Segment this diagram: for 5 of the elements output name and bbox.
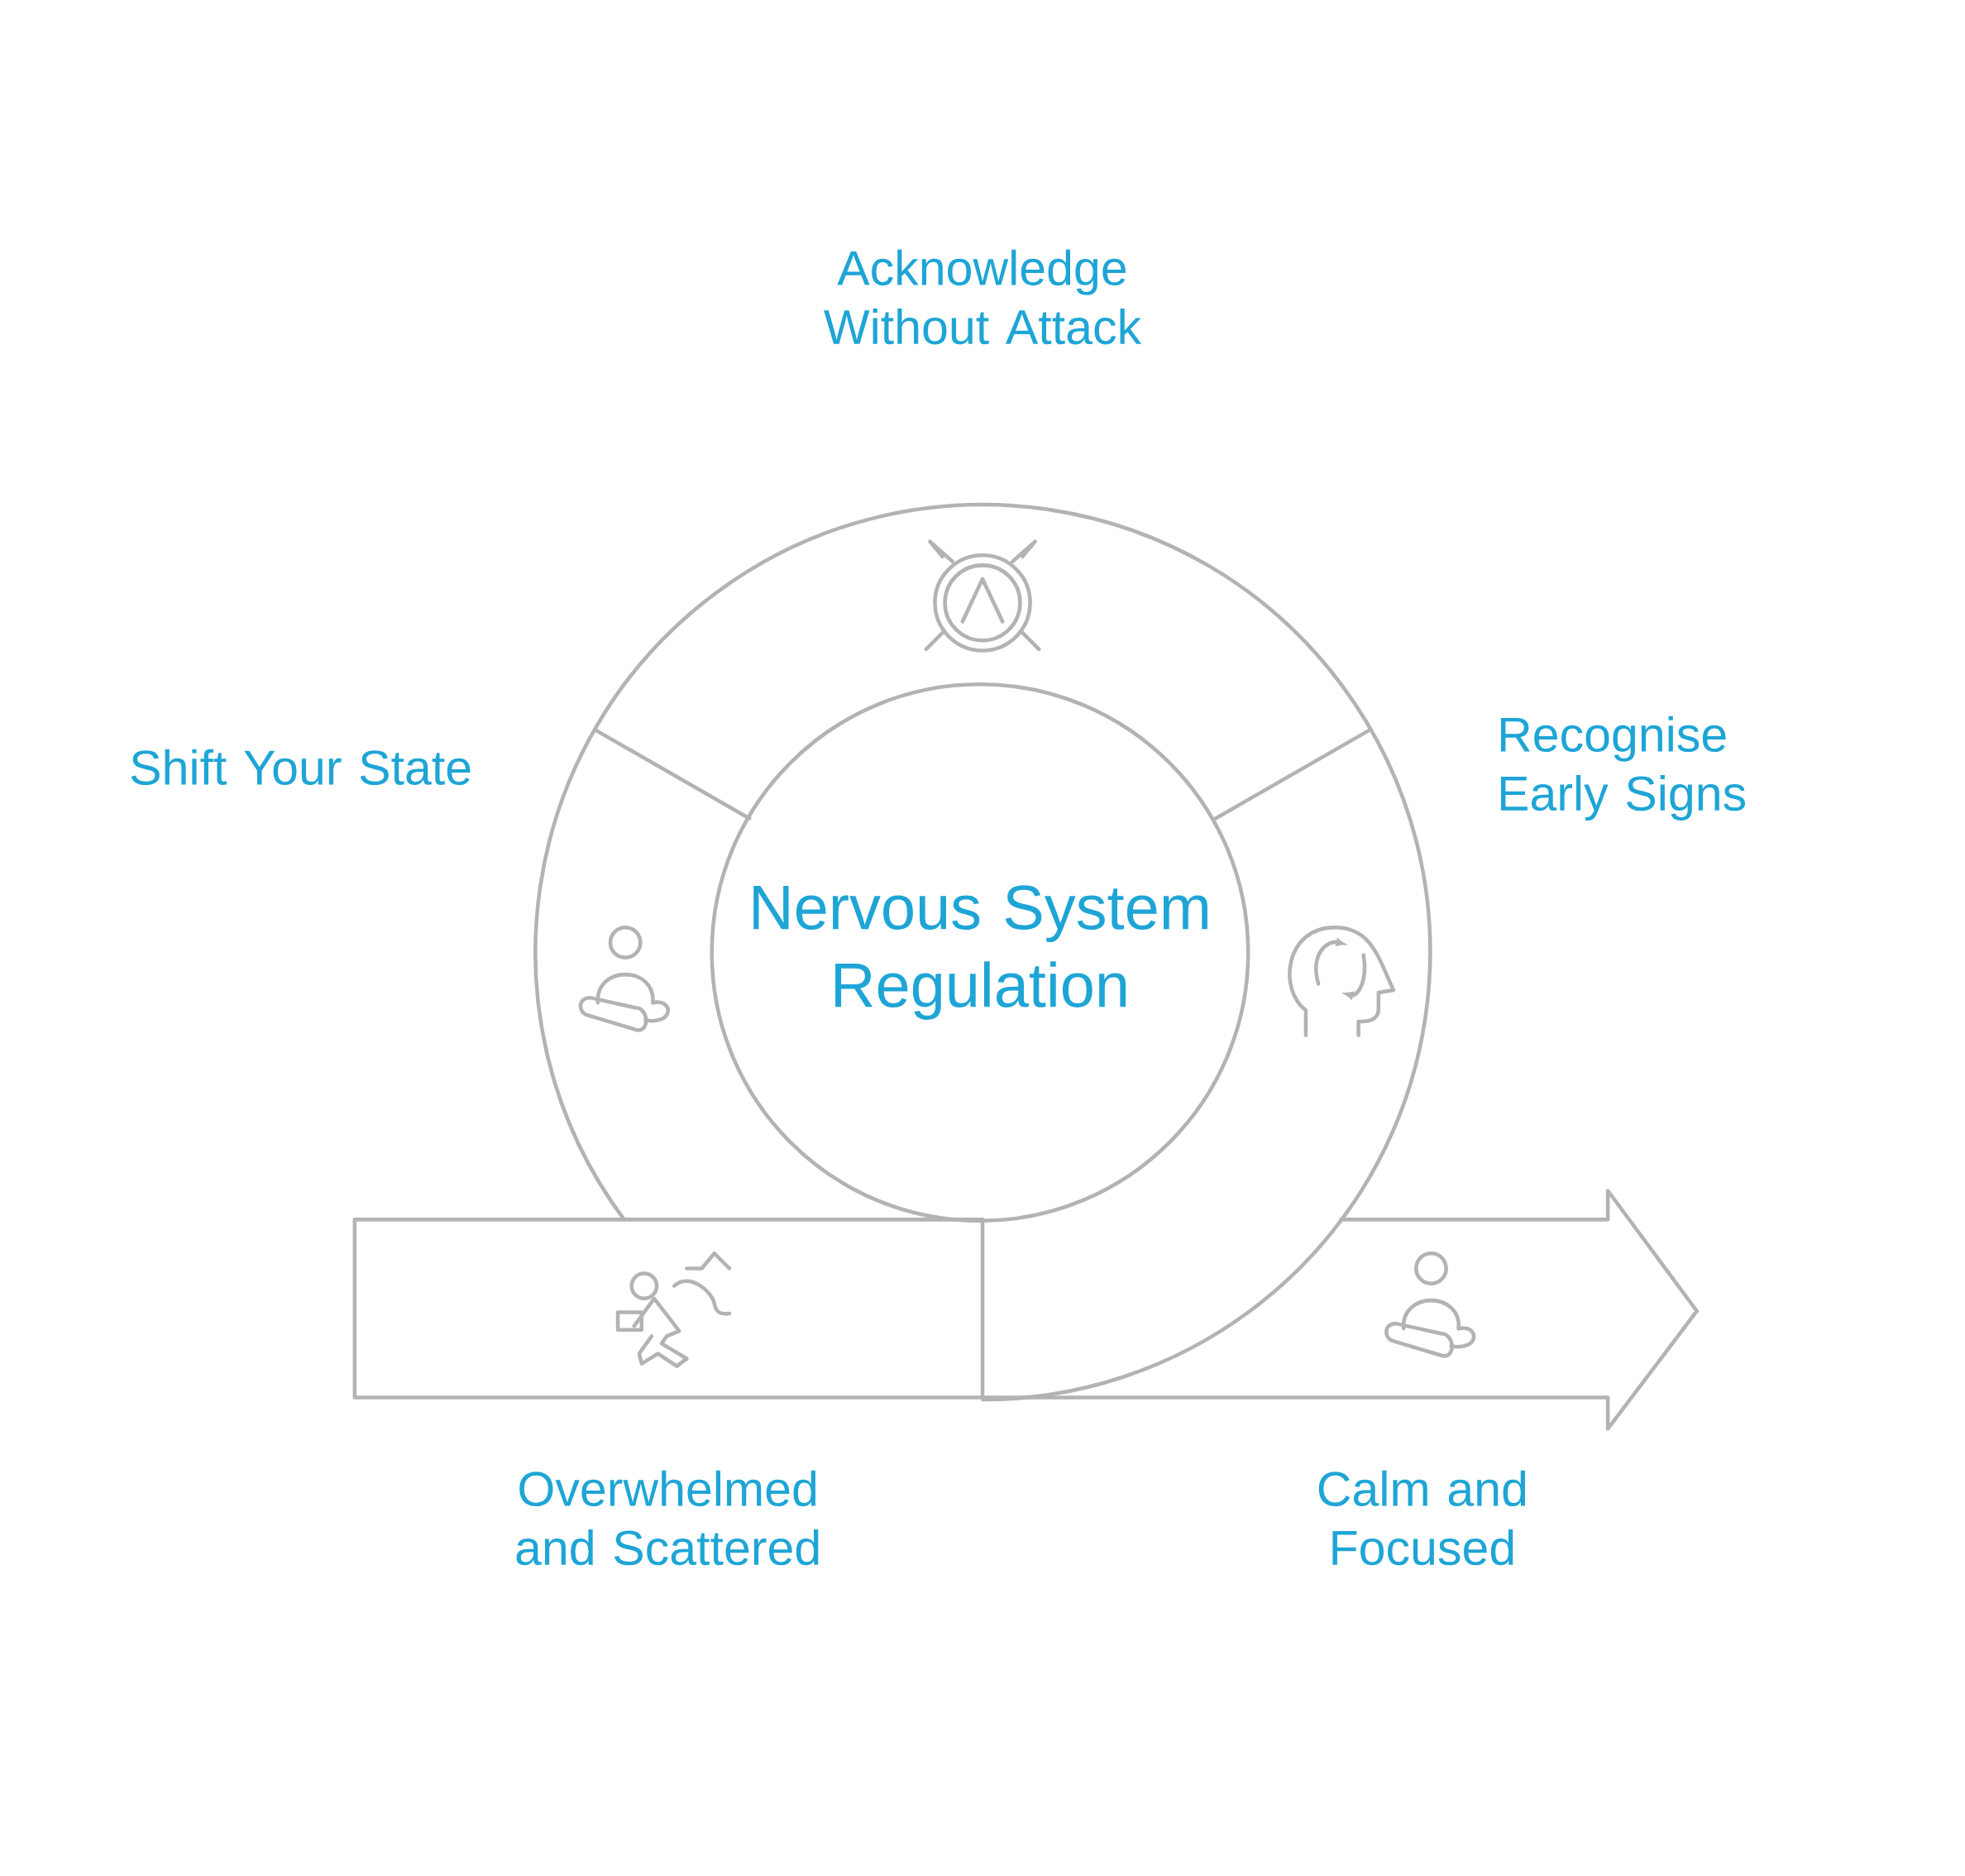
cycle-label: Shift Your State (131, 749, 471, 785)
cycle-label: Recognise Early Signs (1500, 715, 1746, 821)
cycle-label: Calm and Focused (1318, 1470, 1526, 1566)
cycle-label: Acknowledge Without Attack (824, 249, 1142, 345)
cycle-label: Overwhelmed and Scattered (516, 1470, 819, 1566)
